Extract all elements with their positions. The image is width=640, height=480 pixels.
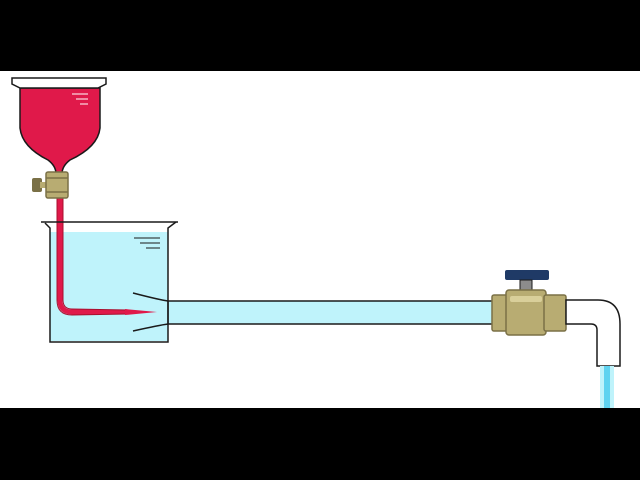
tap-valve-highlight [510,296,542,302]
dye-tube [57,193,131,315]
pipe-inlet-lip [132,292,169,332]
funnel-valve-body[interactable] [45,171,69,199]
dye-tube-outline [56,196,129,316]
dye-nozzle-tip [125,309,157,315]
elbow-spout [565,299,621,367]
water-stream [604,366,610,408]
funnel-level-marks [72,93,88,105]
funnel-valve-stem [40,182,48,188]
bottom-letterbox-bar [0,408,640,480]
funnel-valve-handle [32,178,42,192]
beaker-water [50,232,168,341]
horizontal-pipe [167,300,497,325]
funnel-top-rim [11,77,107,89]
beaker-glass [44,221,177,343]
beaker-water-level-marks [134,237,160,249]
tap-valve-right-flange [543,294,567,332]
tap-valve-handle[interactable] [505,270,549,280]
top-letterbox-bar [0,0,640,71]
